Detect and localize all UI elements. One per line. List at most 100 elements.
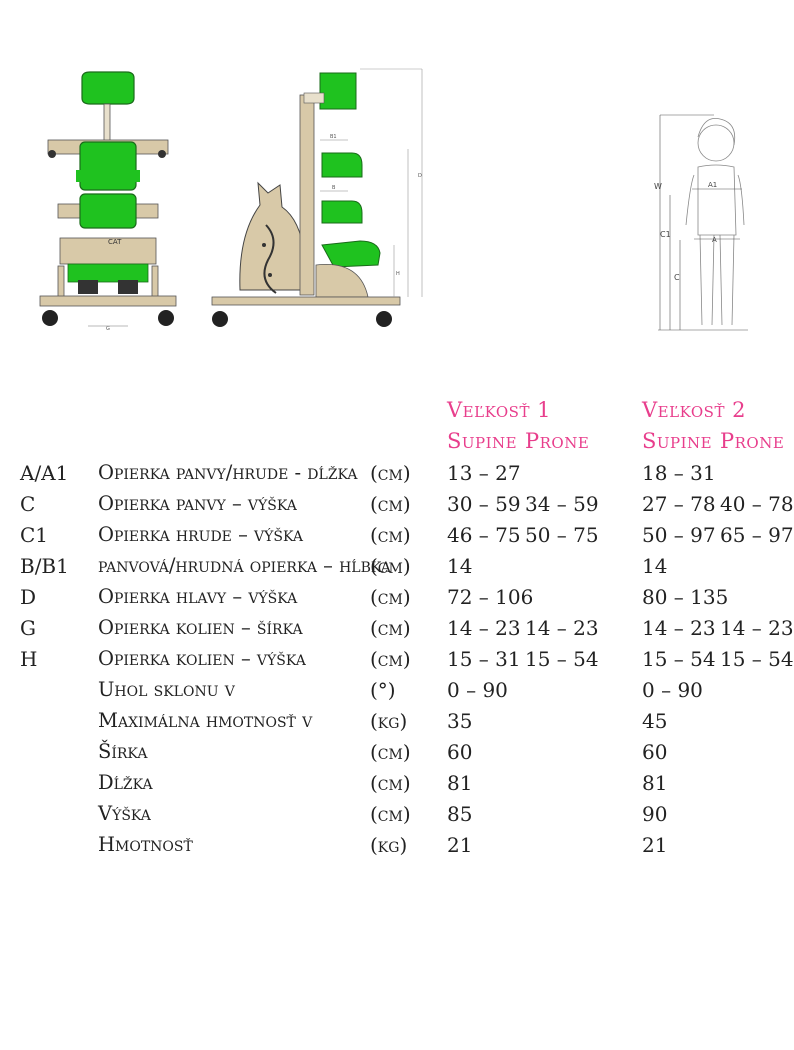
- size2-prone-value: 40 – 78: [720, 492, 794, 516]
- row-unit: (cm): [370, 802, 411, 826]
- row-code: G: [20, 616, 36, 640]
- size1-prone-value: 15 – 54: [525, 647, 599, 671]
- g-label: G: [106, 326, 110, 332]
- row-description: Šírka: [98, 740, 148, 763]
- row-unit: (cm): [370, 771, 411, 795]
- size1-supine-header: Supine: [447, 429, 518, 453]
- row-code: C1: [20, 523, 49, 547]
- size1-prone-value: 34 – 59: [525, 492, 599, 516]
- row-unit: (cm): [370, 523, 411, 547]
- size2-supine-value: 27 – 78: [642, 492, 716, 516]
- b-label: B: [332, 185, 336, 191]
- size1-supine-value: 60: [447, 740, 473, 764]
- table-row: Maximálna hmotnosť v (kg) 35 45: [0, 706, 787, 736]
- row-unit: (cm): [370, 740, 411, 764]
- table-row: D Opierka hlavy – výška (cm) 72 – 106 80…: [0, 582, 787, 612]
- table-row: C Opierka panvy – výška (cm) 30 – 59 34 …: [0, 489, 794, 519]
- size2-prone-value: 15 – 54: [720, 647, 794, 671]
- h-label: H: [396, 271, 400, 277]
- c1-label: C1: [660, 230, 671, 239]
- size1-supine-value: 15 – 31: [447, 647, 521, 671]
- row-code: D: [20, 585, 37, 609]
- row-unit: (kg): [370, 833, 408, 857]
- table-row: Hmotnosť (kg) 21 21: [0, 830, 787, 860]
- row-unit: (cm): [370, 492, 411, 516]
- size2-supine-value: 15 – 54: [642, 647, 716, 671]
- size2-supine-value: 14 – 23: [642, 616, 716, 640]
- table-row: Dĺžka (cm) 81 81: [0, 768, 787, 798]
- size2-supine-value: 80 – 135: [642, 585, 729, 609]
- table-row: Výška (cm) 85 90: [0, 799, 787, 829]
- size2-prone-header: Prone: [720, 429, 785, 453]
- table-row: A/A1 Opierka panvy/hrude - dĺžka (cm) 13…: [0, 458, 787, 488]
- size1-supine-value: 35: [447, 709, 473, 733]
- size1-supine-value: 0 – 90: [447, 678, 508, 702]
- table-row: Šírka (cm) 60 60: [0, 737, 787, 767]
- row-code: B/B1: [20, 554, 69, 578]
- row-unit: (cm): [370, 554, 411, 578]
- stander-front-view: CAT G: [39, 71, 177, 332]
- row-description: Opierka kolien – výška: [98, 647, 306, 670]
- size1-header: Veľkosť 1: [447, 398, 551, 422]
- row-code: H: [20, 647, 38, 671]
- size1-supine-value: 14 – 23: [447, 616, 521, 640]
- row-unit: (cm): [370, 616, 411, 640]
- size1-supine-value: 46 – 75: [447, 523, 521, 547]
- b1-label: B1: [330, 134, 337, 140]
- table-row: C1 Opierka hrude – výška (cm) 46 – 75 50…: [0, 520, 794, 550]
- size2-supine-value: 21: [642, 833, 668, 857]
- row-code: A/A1: [20, 461, 69, 485]
- row-unit: (cm): [370, 461, 411, 485]
- row-unit: (°): [370, 678, 396, 702]
- stander-side-view: B1 B D H: [211, 68, 423, 327]
- table-row: Uhol sklonu v (°) 0 – 90 0 – 90: [0, 675, 787, 705]
- row-description: Uhol sklonu v: [98, 678, 235, 701]
- row-description: Opierka hrude – výška: [98, 523, 303, 546]
- size2-supine-header: Supine: [642, 429, 713, 453]
- size1-prone-header: Prone: [525, 429, 590, 453]
- size2-prone-value: 65 – 97: [720, 523, 794, 547]
- size1-supine-value: 21: [447, 833, 473, 857]
- row-unit: (cm): [370, 647, 411, 671]
- a-label: A: [712, 236, 717, 244]
- size1-supine-value: 81: [447, 771, 473, 795]
- size2-prone-value: 14 – 23: [720, 616, 794, 640]
- d-label: D: [418, 173, 422, 179]
- table-row: H Opierka kolien – výška (cm) 15 – 31 15…: [0, 644, 794, 674]
- size1-supine-value: 30 – 59: [447, 492, 521, 516]
- table-row: G Opierka kolien – šírka (cm) 14 – 23 14…: [0, 613, 794, 643]
- row-description: panvová/hrudná opierka – hĺbka: [98, 554, 391, 577]
- c-label: C: [674, 273, 680, 282]
- row-code: C: [20, 492, 36, 516]
- row-description: Opierka panvy – výška: [98, 492, 297, 515]
- child-dimensions-figure: W C1 C A1 A: [654, 114, 748, 331]
- row-description: Maximálna hmotnosť v: [98, 709, 313, 732]
- size2-supine-value: 14: [642, 554, 668, 578]
- size2-supine-value: 60: [642, 740, 668, 764]
- size1-supine-value: 72 – 106: [447, 585, 534, 609]
- size1-prone-value: 14 – 23: [525, 616, 599, 640]
- a1-label: A1: [708, 181, 717, 189]
- row-description: Hmotnosť: [98, 833, 193, 856]
- row-description: Opierka panvy/hrude - dĺžka: [98, 461, 358, 484]
- size2-supine-value: 45: [642, 709, 668, 733]
- size2-supine-value: 50 – 97: [642, 523, 716, 547]
- size1-supine-value: 85: [447, 802, 473, 826]
- row-unit: (kg): [370, 709, 408, 733]
- row-description: Dĺžka: [98, 771, 153, 794]
- size1-supine-value: 14: [447, 554, 473, 578]
- row-description: Opierka kolien – šírka: [98, 616, 303, 639]
- size2-header: Veľkosť 2: [642, 398, 746, 422]
- size2-supine-value: 90: [642, 802, 668, 826]
- row-unit: (cm): [370, 585, 411, 609]
- w-label: W: [654, 182, 662, 191]
- cat-label: CAT: [108, 238, 122, 246]
- row-description: Výška: [98, 802, 151, 825]
- row-description: Opierka hlavy – výška: [98, 585, 298, 608]
- size2-supine-value: 18 – 31: [642, 461, 716, 485]
- size2-supine-value: 81: [642, 771, 668, 795]
- size2-supine-value: 0 – 90: [642, 678, 703, 702]
- size1-prone-value: 50 – 75: [525, 523, 599, 547]
- size1-supine-value: 13 – 27: [447, 461, 521, 485]
- table-row: B/B1 panvová/hrudná opierka – hĺbka (cm)…: [0, 551, 787, 581]
